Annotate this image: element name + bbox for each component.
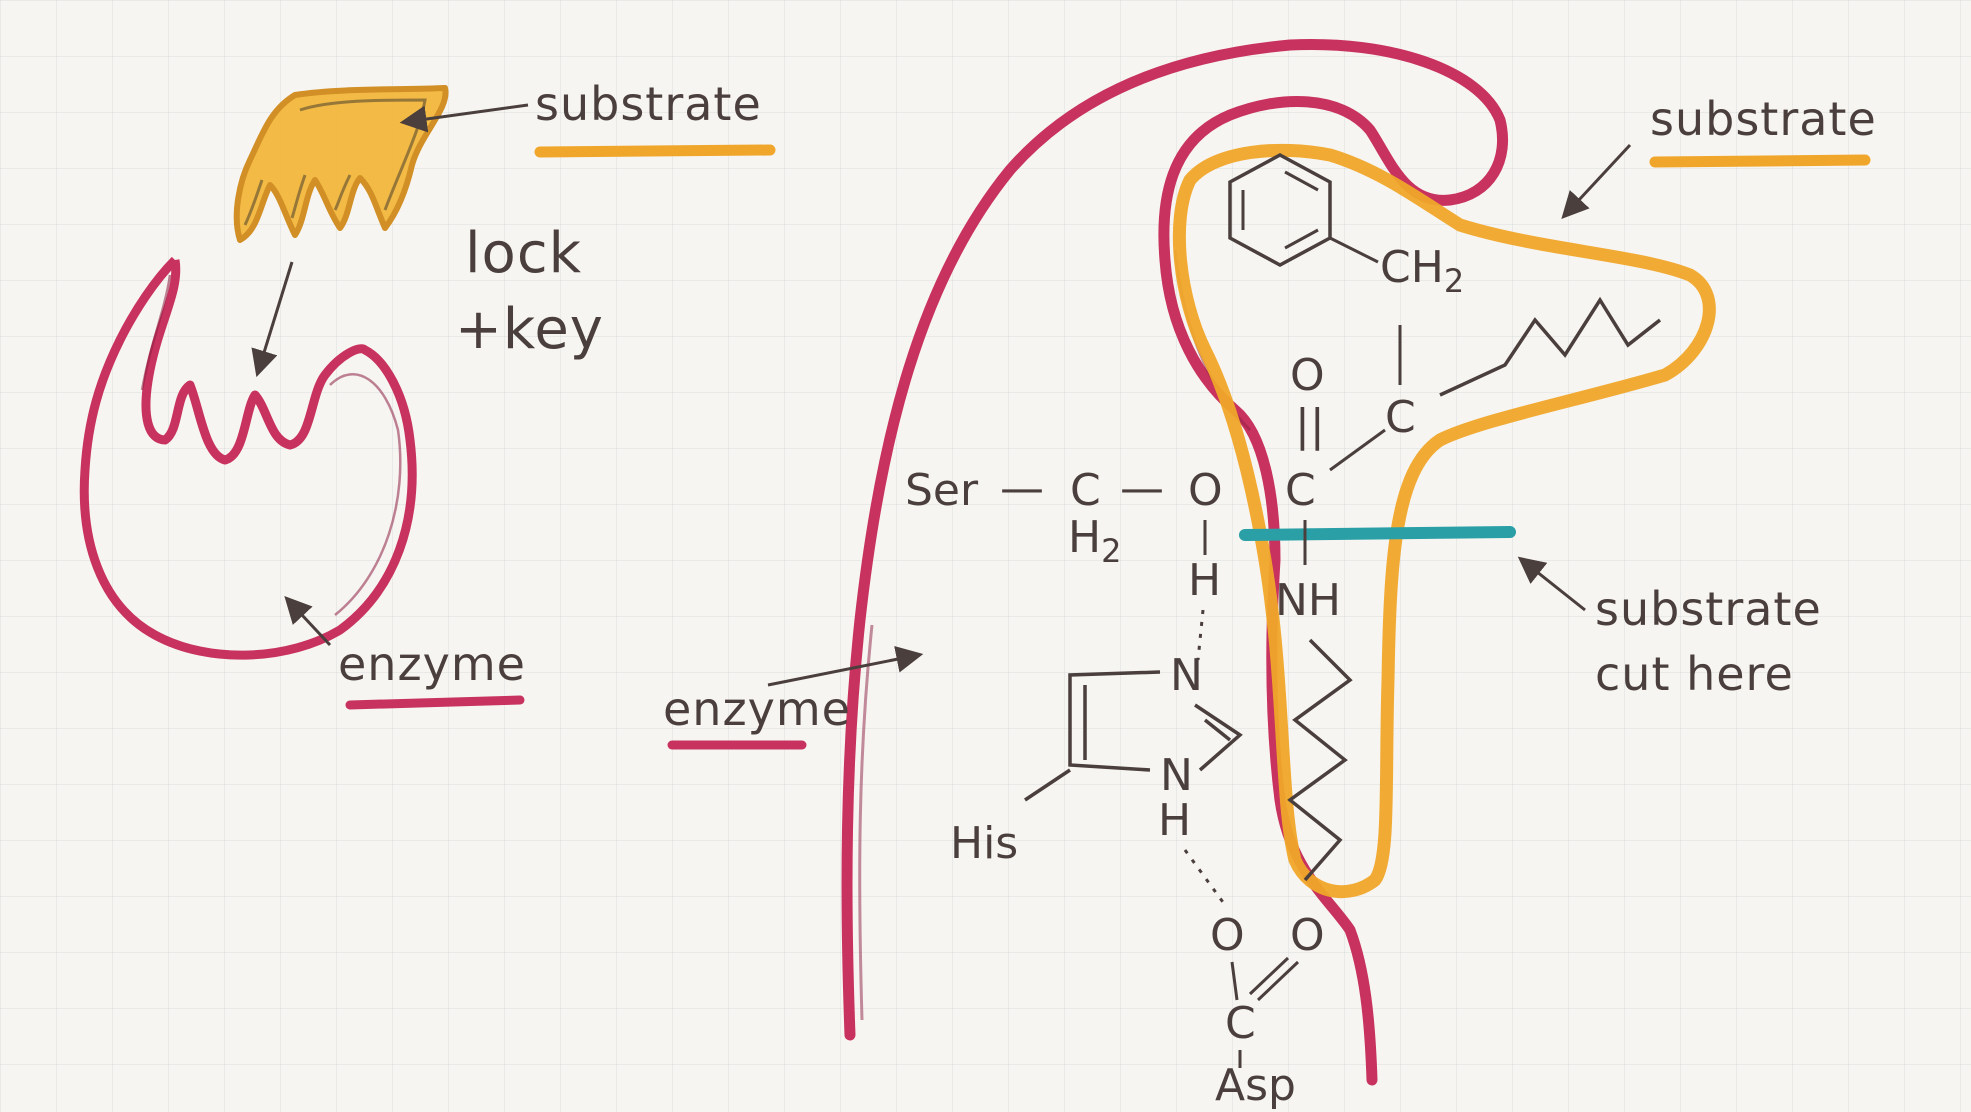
key-arrow — [251, 261, 294, 378]
enzyme-label-right: enzyme — [663, 682, 851, 736]
enzyme-underline-left — [345, 695, 525, 710]
substrate-arrow-right — [1561, 143, 1632, 219]
ring-to-ch2-bond — [1329, 236, 1379, 264]
his-ring-bonds — [1068, 670, 1243, 772]
asp-label: Asp — [1215, 1060, 1296, 1111]
chain-zigzag-down — [1287, 638, 1353, 882]
ser-label: Ser — [905, 465, 979, 516]
carbonyl-double-bond: || — [1295, 400, 1325, 451]
c-alpha-label: C — [1385, 392, 1416, 443]
enzyme-lock-shape — [79, 256, 417, 660]
carbonyl-o-label: O — [1290, 350, 1325, 401]
his-label: His — [950, 818, 1018, 869]
asp-o-left-label: O — [1210, 910, 1245, 961]
ser-h-label: H — [1188, 555, 1221, 606]
cut-arrow — [1517, 556, 1586, 612]
benzene-inner-bonds — [1241, 170, 1319, 250]
asp-o-right-label: O — [1290, 910, 1325, 961]
substrate-pointer-line — [399, 103, 529, 133]
cut-line — [1239, 526, 1516, 541]
cut-label-line1: substrate — [1595, 582, 1822, 636]
his-n-top-label: N — [1170, 650, 1203, 701]
substrate-underline-left — [534, 144, 776, 158]
enzyme-pointer-right — [767, 645, 924, 687]
substrate-key-shape — [233, 85, 449, 243]
enzyme-lock-inner — [140, 274, 402, 616]
side-chain-zigzag — [1439, 296, 1662, 397]
ser-bond-1: — — [1000, 463, 1044, 514]
enzyme-contour — [841, 38, 1509, 1086]
substrate-underline-right — [1649, 154, 1871, 168]
left-diagram: substrate lock +key enzyme — [79, 77, 776, 710]
ch2-label: CH2 — [1380, 242, 1464, 300]
his-n-bot-label: N — [1160, 750, 1193, 801]
lock-key-line1: lock — [465, 221, 582, 286]
substrate-key-inner-line — [243, 98, 427, 226]
h-bond-dotted-2 — [1183, 849, 1227, 906]
h-bond-dotted-1 — [1196, 609, 1205, 661]
enzyme-pointer-left — [284, 596, 332, 647]
enzyme-label-left: enzyme — [338, 637, 526, 691]
ser-bond-2: — — [1120, 463, 1164, 514]
substrate-label-left: substrate — [535, 77, 762, 131]
asp-bonds — [1230, 956, 1300, 1002]
ser-c-label: C — [1070, 465, 1101, 516]
carbonyl-c-label: C — [1285, 465, 1316, 516]
ser-o-label: O — [1188, 465, 1223, 516]
benzene-ring — [1228, 153, 1332, 267]
c-to-carbonyl-bond — [1329, 428, 1386, 472]
nh-label: NH — [1275, 575, 1341, 626]
ser-h2-label: H2 — [1068, 512, 1121, 570]
substrate-label-right: substrate — [1650, 92, 1877, 146]
cut-label-line2: cut here — [1595, 647, 1794, 701]
his-h-label: H — [1158, 795, 1191, 846]
right-diagram: CH2 C O || C Ser — C H2 — O H NH N N — [663, 38, 1877, 1111]
lock-key-line2: +key — [455, 297, 604, 362]
his-side-bond — [1024, 768, 1071, 802]
asp-c-label: C — [1225, 998, 1256, 1049]
